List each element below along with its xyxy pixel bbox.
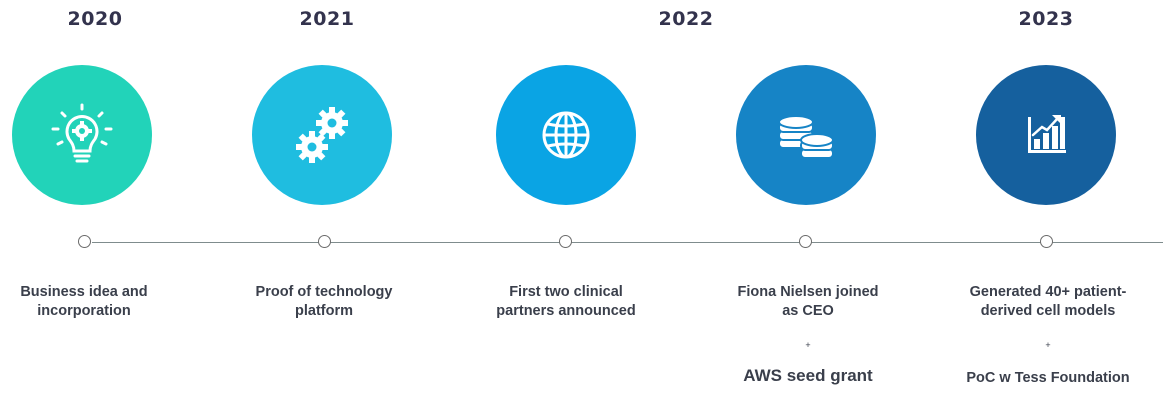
milestone-circle-3	[496, 65, 636, 205]
year-2023: 2023	[1018, 8, 1074, 30]
coins-icon	[778, 115, 834, 159]
milestone-extra-5: PoC w Tess Foundation	[966, 370, 1130, 386]
timeline-node-2	[318, 235, 331, 248]
milestone-label-line: incorporation	[37, 303, 131, 319]
timeline-node-1	[78, 235, 91, 248]
plus-sign: +	[805, 340, 811, 350]
plus-sign: +	[1045, 340, 1051, 350]
milestone-label-1: Business idea and incorporation	[0, 283, 179, 321]
milestone-label-line: Business idea and	[20, 284, 148, 300]
milestone-label-line: First two clinical	[509, 284, 623, 300]
year-2020: 2020	[67, 8, 123, 30]
timeline-node-4	[799, 235, 812, 248]
milestone-circle-1	[12, 65, 152, 205]
milestone-label-line: Fiona Nielsen joined	[737, 284, 879, 300]
timeline-node-5	[1040, 235, 1053, 248]
globe-icon	[542, 111, 590, 159]
milestone-label-4: Fiona Nielsen joined as CEO	[713, 283, 903, 321]
milestone-extra-4: AWS seed grant	[743, 366, 873, 385]
year-2022: 2022	[658, 8, 714, 30]
milestone-label-2: Proof of technology platform	[229, 283, 419, 321]
milestone-label-3: First two clinical partners announced	[471, 283, 661, 321]
year-2021: 2021	[299, 8, 355, 30]
milestone-label-line: Proof of technology	[255, 284, 393, 300]
milestone-label-line: Generated 40+ patient-	[969, 284, 1127, 300]
milestone-label-5: Generated 40+ patient- derived cell mode…	[953, 283, 1143, 321]
milestone-label-line: as CEO	[782, 303, 834, 319]
milestone-circle-4	[736, 65, 876, 205]
milestone-label-line: partners announced	[496, 303, 636, 319]
milestone-circle-5	[976, 65, 1116, 205]
milestone-circle-2	[252, 65, 392, 205]
timeline-line	[92, 242, 1163, 243]
timeline-node-3	[559, 235, 572, 248]
lightbulb-gear-icon	[51, 103, 113, 163]
bar-chart-growth-icon	[1028, 115, 1066, 153]
gears-icon	[296, 107, 348, 163]
milestone-label-line: derived cell models	[980, 303, 1116, 319]
milestone-label-line: platform	[295, 303, 353, 319]
